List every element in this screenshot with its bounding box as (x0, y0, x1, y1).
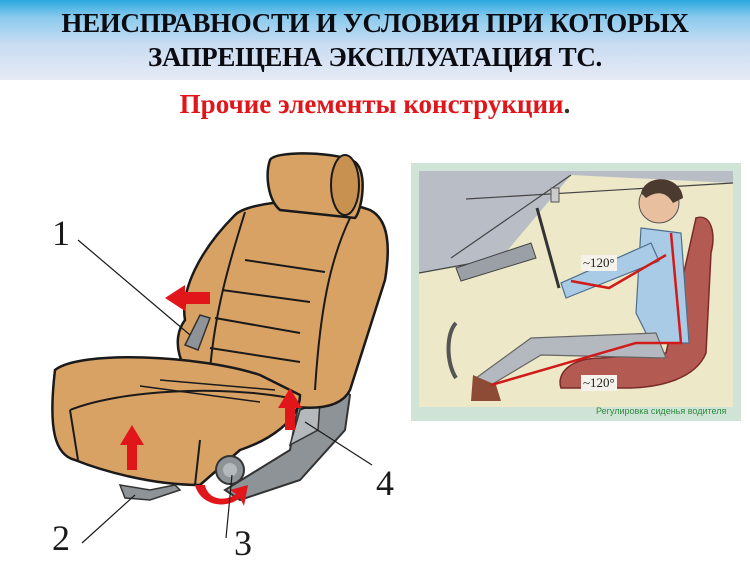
subtitle-period: . (563, 89, 571, 119)
car-seat-icon (51, 152, 389, 544)
driver-seat-adjustment-icon (411, 163, 741, 421)
subtitle-text: Прочие элементы конструкции (179, 89, 564, 119)
angle-label-arm: ~120° (581, 255, 617, 271)
title-line-1: НЕИСПРАВНОСТИ И УСЛОВИЯ ПРИ КОТОРЫХ (61, 8, 689, 38)
driver-posture-illustration: ~120° ~120° (411, 163, 741, 421)
title-line-2: ЗАПРЕЩЕНА ЭКСПЛУАТАЦИЯ ТС. (148, 42, 602, 72)
driver-figure-caption: Регулировка сиденья водителя (596, 406, 727, 416)
subtitle: Прочие элементы конструкции. (0, 89, 750, 120)
callout-2: 2 (52, 518, 70, 558)
callout-3: 3 (234, 523, 252, 563)
angle-label-leg: ~120° (581, 375, 617, 391)
header-banner: НЕИСПРАВНОСТИ И УСЛОВИЯ ПРИ КОТОРЫХ ЗАПР… (0, 0, 750, 80)
callout-4: 4 (376, 463, 394, 503)
callout-1: 1 (52, 213, 70, 253)
car-seat-illustration: 1 2 3 4 (0, 140, 410, 563)
